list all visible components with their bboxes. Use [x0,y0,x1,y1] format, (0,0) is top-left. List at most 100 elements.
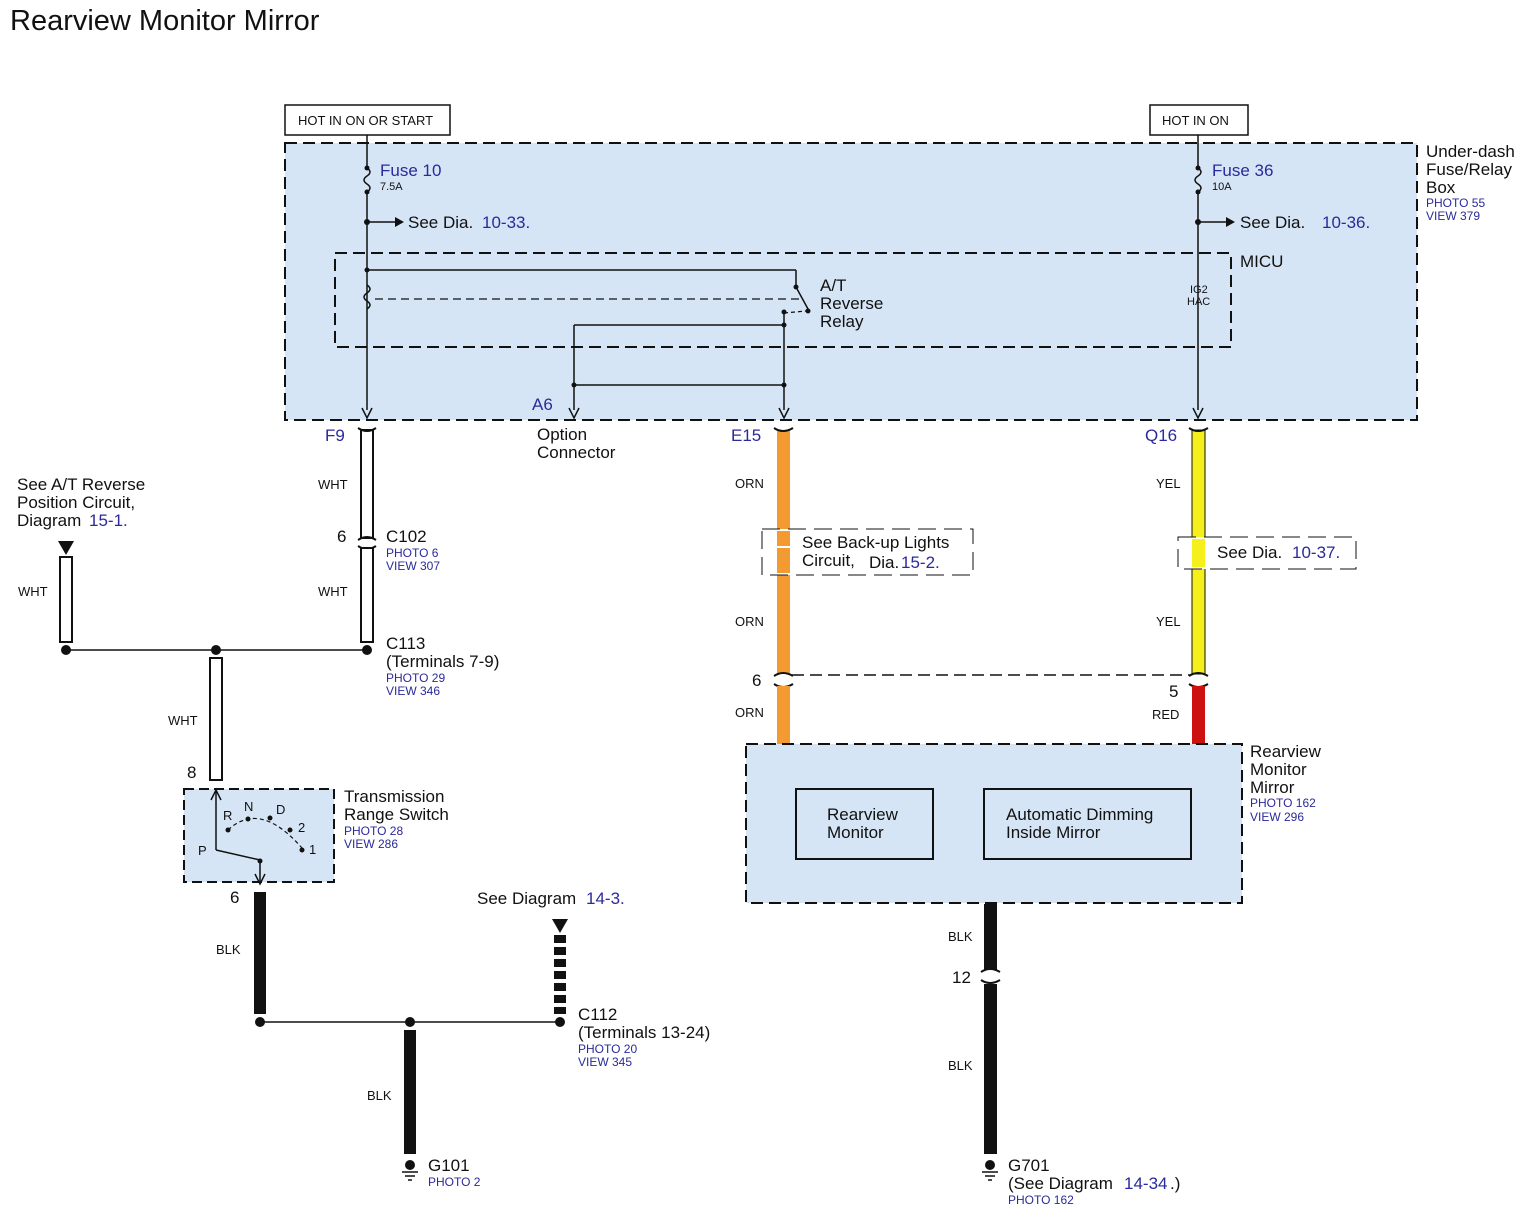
c102-name: C102 [386,527,427,546]
c113-view[interactable]: VIEW 346 [386,684,440,698]
c102-photo[interactable]: PHOTO 6 [386,546,439,560]
page-title: Rearview Monitor Mirror [10,5,320,37]
mirror-pin-red: 5 [1169,682,1178,701]
fuse-36-ref[interactable]: 10-36. [1322,213,1370,232]
mirror-name-3: Mirror [1250,778,1295,797]
fuse-10-icon [363,167,371,193]
wire-label-wht: WHT [18,584,48,599]
c112-photo[interactable]: PHOTO 20 [578,1042,637,1056]
q-ref-box [1177,536,1357,570]
c113-terminals: (Terminals 7-9) [386,652,499,671]
wire-label-yel: YEL [1156,476,1181,491]
fuse-box-name-2: Fuse/Relay [1426,160,1512,179]
wire-label-blk: BLK [948,1058,973,1073]
backup-ref-prefix: Dia. [869,553,899,572]
mirror-name-1: Rearview [1250,742,1322,761]
diag-14-3-link[interactable]: 14-3. [586,889,625,908]
wire-orn [777,686,790,744]
wire-label-yel: YEL [1156,614,1181,629]
relay-label-2: Reverse [820,294,883,313]
fuse-10-rating: 7.5A [380,181,403,193]
hot-on-label: HOT IN ON [1162,113,1229,128]
micu-label: MICU [1240,252,1283,271]
trs-pos-n: N [244,799,253,814]
trs-pos-d: D [276,802,285,817]
g701-link[interactable]: 14-34 [1124,1174,1167,1193]
trs-pos-p: P [198,843,207,858]
c112-terminals: (Terminals 13-24) [578,1023,710,1042]
trs-name-2: Range Switch [344,805,449,824]
wire-label-wht: WHT [318,477,348,492]
g701-pin: 12 [952,968,971,987]
trs-photo[interactable]: PHOTO 28 [344,824,403,838]
backup-ref-link[interactable]: 15-2. [901,553,940,572]
wire-wht [59,556,73,643]
c113-photo[interactable]: PHOTO 29 [386,671,445,685]
wire-label-orn: ORN [735,614,764,629]
trs-view[interactable]: VIEW 286 [344,837,398,851]
arrow-down-icon [58,541,74,555]
mirror-pin-orn: 6 [752,671,761,690]
fuse-10-ref[interactable]: 10-33. [482,213,530,232]
wire-blk [404,1030,416,1154]
c102-view[interactable]: VIEW 307 [386,559,440,573]
wire-blk [984,904,997,970]
dimming-label-2: Inside Mirror [1006,823,1101,842]
mirror-photo[interactable]: PHOTO 162 [1250,796,1316,810]
connector-arrow-icon [778,407,790,420]
fuse-box-view[interactable]: VIEW 379 [1426,209,1480,223]
pin-a6: A6 [532,395,553,414]
pin-q16: Q16 [1145,426,1177,445]
g101-photo[interactable]: PHOTO 2 [428,1175,481,1189]
arrow-down-icon [552,919,568,933]
rearview-monitor-box [795,788,934,860]
trs-name-1: Transmission [344,787,444,806]
fuse-box-name-1: Under-dash [1426,142,1515,161]
trs-pos-1: 1 [309,842,316,857]
connector-arrow-icon [568,407,580,420]
trs-pin-bottom: 6 [230,888,239,907]
wire-wht [360,429,374,539]
fuse-36-icon [1194,167,1202,193]
wire-label-wht: WHT [318,584,348,599]
fuse-box-name-3: Box [1426,178,1456,197]
micu-box [334,252,1232,348]
wire-label-red: RED [1152,707,1179,722]
at-ref-link[interactable]: 15-1. [89,511,128,530]
relay-label-3: Relay [820,312,864,331]
wire-blk [984,984,997,1154]
wire-label-blk: BLK [367,1088,392,1103]
g101-name: G101 [428,1156,470,1175]
option-connector-2: Connector [537,443,616,462]
mirror-view[interactable]: VIEW 296 [1250,810,1304,824]
backup-ref-line2: Circuit, [802,551,855,570]
wire-label-orn: ORN [735,705,764,720]
arrow-right-icon [1226,217,1235,227]
wire-red [1192,686,1205,744]
monitor-label-2: Monitor [827,823,884,842]
q-ref-link[interactable]: 10-37. [1292,543,1340,562]
hot-start-box [284,104,451,136]
trs-pos-2: 2 [298,820,305,835]
pin-e15: E15 [731,426,761,445]
wire-wht [209,657,223,781]
hot-on-box [1149,104,1249,136]
trs-pin-top: 8 [187,763,196,782]
pin-f9: F9 [325,426,345,445]
fuse-36-see: See Dia. [1240,213,1305,232]
hot-start-label: HOT IN ON OR START [298,113,433,128]
g701-name: G701 [1008,1156,1050,1175]
c113-name: C113 [386,634,425,653]
backup-ref-box [761,528,974,576]
fuse-10-name: Fuse 10 [380,161,441,180]
g701-photo[interactable]: PHOTO 162 [1008,1193,1074,1207]
connector-arrow-icon [361,407,373,420]
c112-view[interactable]: VIEW 345 [578,1055,632,1069]
fuse-box-photo[interactable]: PHOTO 55 [1426,196,1485,210]
dimming-label-1: Automatic Dimming [1006,805,1153,824]
micu-ig2: IG2 [1190,284,1208,296]
c102-pin: 6 [337,527,346,546]
connector-arrow-icon [1192,407,1204,420]
monitor-label-1: Rearview [827,805,899,824]
